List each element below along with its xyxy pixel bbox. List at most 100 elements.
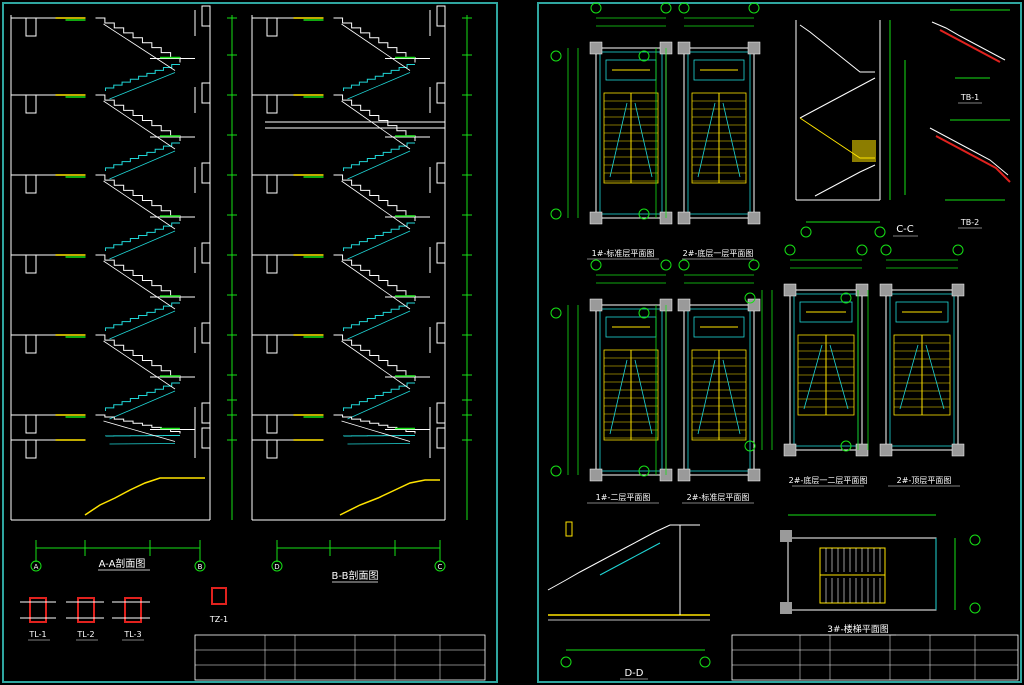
landing-beam xyxy=(693,59,745,81)
plan-inner xyxy=(599,51,663,215)
stair-slab xyxy=(103,23,176,71)
axis-bubble xyxy=(748,259,760,271)
plan-outline xyxy=(885,289,959,451)
stair-flight-lower xyxy=(343,302,415,331)
column-label-tz1: TZ-1 xyxy=(209,615,228,624)
stair-flight-upper xyxy=(95,174,181,221)
axis-bubble xyxy=(840,292,852,304)
stair-plan-3: 1#-二层平面图 xyxy=(550,259,673,504)
axis-bubble xyxy=(638,465,650,477)
right-beam xyxy=(201,322,211,344)
axis-bubble xyxy=(550,208,562,220)
axis-bubble xyxy=(550,465,562,477)
column xyxy=(589,298,603,312)
column xyxy=(747,468,761,482)
column xyxy=(677,211,691,225)
landing-beam xyxy=(266,17,278,37)
landing-beam xyxy=(25,17,37,37)
right-sheet-frame xyxy=(537,2,1022,683)
landing-beam xyxy=(266,94,278,114)
section-c-title: C-C xyxy=(896,224,914,235)
plan-title: 2#-顶层平面图 xyxy=(897,476,952,485)
section-a-title: A-A剖面图 xyxy=(99,557,146,570)
landing-beam xyxy=(266,174,278,194)
stair-flight-lower xyxy=(343,435,415,437)
stair-flight-upper xyxy=(333,174,416,221)
stair-slab xyxy=(103,180,176,230)
column xyxy=(783,283,797,297)
svg-text:B: B xyxy=(198,563,203,571)
stair-plan-5: 2#-底层一二层平面图 xyxy=(744,244,869,487)
stair-slab xyxy=(109,443,176,445)
stair-flight-upper xyxy=(333,254,416,301)
landing-beam xyxy=(25,174,37,194)
stair-slab xyxy=(109,230,176,260)
stair-slab xyxy=(109,72,176,100)
section-a-floors xyxy=(11,5,211,459)
section-a-dimension-ticks xyxy=(227,17,237,441)
walk-arrow xyxy=(925,344,945,410)
plan-outline xyxy=(683,304,755,476)
landing-beam xyxy=(266,334,278,354)
stair-slab xyxy=(347,310,411,340)
svg-text:A: A xyxy=(34,563,39,571)
landing-beam xyxy=(895,301,949,323)
right-beam xyxy=(201,162,211,184)
stair-flight-upper xyxy=(333,94,416,141)
right-beam xyxy=(436,402,446,424)
detail-tb2-title: TB-2 xyxy=(960,218,979,227)
landing-beam xyxy=(266,414,278,434)
plan-title: 2#-底层一层平面图 xyxy=(683,248,754,258)
stair-flight-lower xyxy=(343,142,415,171)
stair-flight-upper xyxy=(95,17,181,63)
section-b-floors xyxy=(252,5,446,459)
stair-slab xyxy=(341,260,411,310)
walk-arrow xyxy=(609,359,628,435)
column xyxy=(951,283,965,297)
walk-arrow xyxy=(899,344,919,410)
stair-slab xyxy=(341,180,411,230)
stair-flight-lower xyxy=(105,222,180,251)
walk-arrow xyxy=(803,344,823,410)
column xyxy=(747,211,761,225)
landing-beam xyxy=(266,254,278,274)
axis-bubble xyxy=(856,244,868,256)
right-beam xyxy=(201,82,211,104)
axis-bubble xyxy=(952,244,964,256)
plan-3-drawing: 3#-楼梯平面图 xyxy=(780,514,981,636)
column xyxy=(589,468,603,482)
axis-bubble xyxy=(590,259,602,271)
axis-bubble xyxy=(678,259,690,271)
right-beam xyxy=(436,242,446,264)
landing-beam xyxy=(693,316,745,338)
axis-bubble xyxy=(638,208,650,220)
column xyxy=(677,298,691,312)
plan-inner xyxy=(687,308,751,472)
walk-arrow xyxy=(722,359,741,435)
column xyxy=(783,443,797,457)
axis-bubble xyxy=(550,50,562,62)
stair-slab xyxy=(347,230,411,260)
stair-plan-1: 1#-标准层平面图 xyxy=(550,2,673,260)
stair-plan-4: 2#-标准层平面图 xyxy=(638,259,761,504)
stair-slab xyxy=(341,23,411,71)
section-a-flights xyxy=(65,17,195,445)
section-b-title: B-B剖面图 xyxy=(332,569,379,582)
plan-outline xyxy=(683,47,755,219)
walk-arrow xyxy=(634,102,653,178)
stair-flight-lower xyxy=(105,142,180,171)
plan-outline xyxy=(789,289,863,451)
column xyxy=(677,41,691,55)
landing-beam xyxy=(799,301,853,323)
section-b-flights xyxy=(303,17,430,445)
left-title-block xyxy=(194,634,486,681)
stair-flight-upper xyxy=(95,334,181,381)
column xyxy=(677,468,691,482)
section-c-drawing: C-C xyxy=(795,20,918,238)
stair-slab xyxy=(347,72,411,100)
stair-slab xyxy=(103,420,176,442)
beam-label-tl2: TL-2 xyxy=(76,630,94,639)
